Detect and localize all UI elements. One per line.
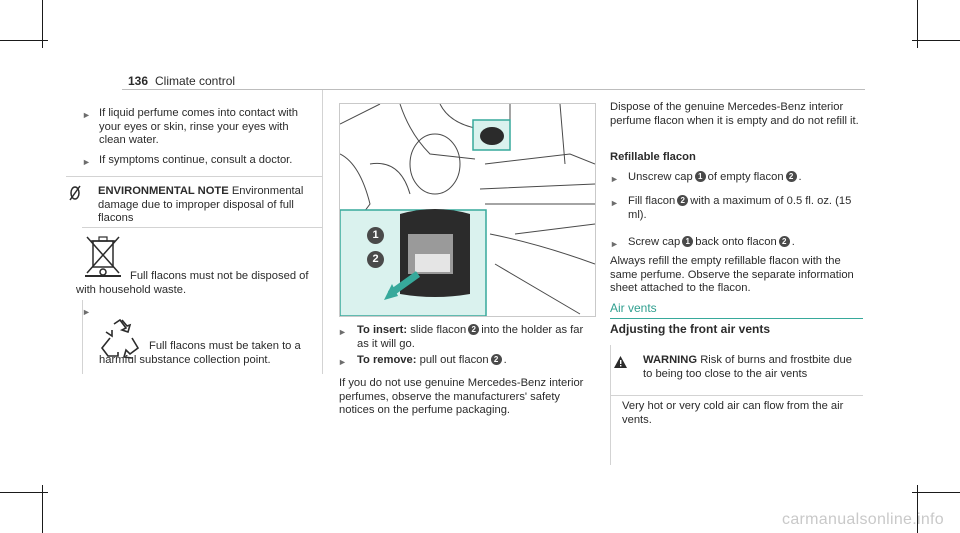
callout-2-inline: 2 xyxy=(468,324,480,335)
flacon-illustration xyxy=(339,103,596,317)
environmental-note-label: ENVIRONMENTAL NOTE xyxy=(98,185,229,197)
divider xyxy=(82,227,322,228)
remove-text: pull out flacon xyxy=(419,354,489,366)
warning-label: WARNING xyxy=(643,354,698,366)
watermark: carmanualsonline.info xyxy=(782,511,944,528)
air-vents-heading: Air vents xyxy=(610,301,657,315)
perfume-note: If you do not use genuine Mercedes-Benz … xyxy=(339,377,584,416)
callout-2-inline: 2 xyxy=(677,195,689,206)
refillable-heading: Refillable flacon xyxy=(610,151,696,163)
bullet-arrow-icon: ► xyxy=(610,239,619,249)
section-rule xyxy=(610,318,863,319)
callout-1-inline: 1 xyxy=(682,236,694,247)
callout-2-inline: 2 xyxy=(490,354,502,365)
environment-icon xyxy=(68,185,82,201)
dispose-text: Dispose of the genuine Mercedes-Benz int… xyxy=(610,101,859,127)
bullet-arrow-icon: ► xyxy=(338,357,347,367)
disposal-text: Full flacons must not be disposed of wit… xyxy=(76,270,309,296)
environmental-note: ENVIRONMENTAL NOTE Environmental damage … xyxy=(98,185,313,226)
warning-detail: Very hot or very cold air can flow from … xyxy=(622,400,844,426)
bullet-arrow-icon: ► xyxy=(82,157,91,167)
indent-line xyxy=(82,300,83,374)
insert-label: To insert: xyxy=(357,324,408,336)
adjusting-heading: Adjusting the front air vents xyxy=(610,322,771,336)
recycle-icon xyxy=(98,318,142,360)
bullet-arrow-icon: ► xyxy=(610,198,619,208)
bullet-text: If liquid perfume comes into contact wit… xyxy=(99,107,298,146)
callout-1: 1 xyxy=(367,227,384,244)
bullet-arrow-icon: ► xyxy=(338,327,347,337)
remove-label: To remove: xyxy=(357,354,417,366)
warning-box: WARNING Risk of burns and frostbite due … xyxy=(643,354,858,381)
warning-icon xyxy=(614,355,627,368)
header-rule xyxy=(122,89,865,90)
callout-2-inline: 2 xyxy=(778,236,790,247)
always-text: Always refill the empty refillable flaco… xyxy=(610,255,854,294)
bullet-text: If symptoms continue, consult a doctor. xyxy=(99,154,293,166)
section-title: Climate control xyxy=(155,74,236,88)
bullet-arrow-icon: ► xyxy=(82,110,91,120)
insert-text: into the holder as far as it will go. xyxy=(357,324,584,350)
insert-text: slide flacon xyxy=(410,324,467,336)
callout-2-inline: 2 xyxy=(785,171,797,182)
divider xyxy=(66,176,322,177)
warning-border xyxy=(610,345,611,465)
callout-2: 2 xyxy=(367,251,384,268)
bullet-arrow-icon: ► xyxy=(610,174,619,184)
page-number: 136 xyxy=(128,74,149,88)
crossed-bin-icon xyxy=(83,235,123,277)
environmental-note-text: Environmental damage due to improper dis… xyxy=(98,185,304,224)
warning-text: Risk of burns and frostbite due to being… xyxy=(643,354,852,380)
callout-1-inline: 1 xyxy=(694,171,706,182)
divider xyxy=(610,395,863,396)
bullet-arrow-icon: ► xyxy=(82,307,91,317)
warning-continuation-box xyxy=(66,90,323,374)
recycle-text: Full flacons must be taken to a harmful … xyxy=(99,340,301,366)
